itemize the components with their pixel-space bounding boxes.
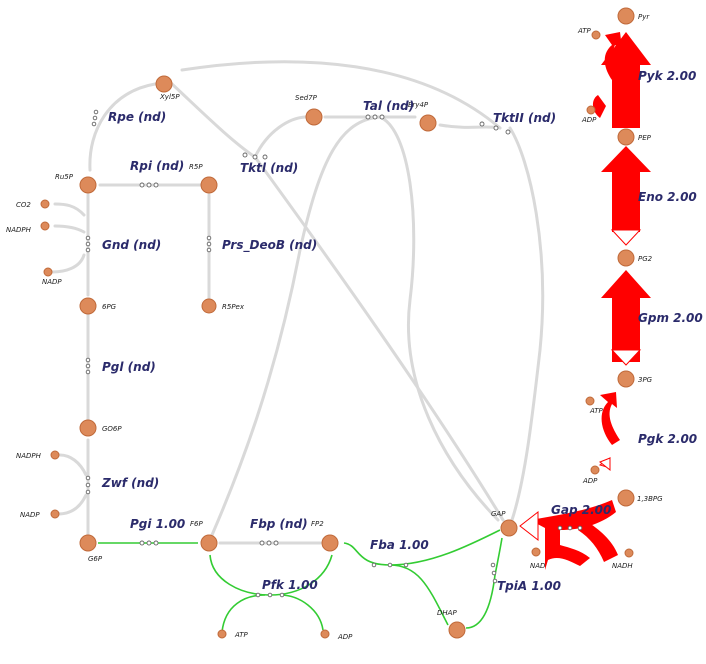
node-atp-pyk[interactable]	[591, 30, 601, 40]
node-xyl5p[interactable]	[155, 75, 173, 93]
node-r5pex[interactable]	[201, 298, 217, 314]
label-nadh: NADH	[612, 562, 633, 570]
pyk-side-arrow	[604, 32, 622, 80]
label-6pg: 6PG	[102, 303, 117, 311]
label-3pg: 3PG	[638, 376, 653, 384]
label-xyl5p: Xyl5P	[159, 93, 180, 101]
label-nadp-gnd: NADP	[42, 278, 62, 286]
gpm-arrow	[601, 270, 651, 362]
label-nad: NAD	[530, 562, 546, 570]
label-pep: PEP	[638, 134, 652, 142]
label-ery4p: Ery4P	[408, 101, 429, 109]
node-adp-pgk[interactable]	[590, 465, 600, 475]
label-nadph-zwf: NADPH	[16, 452, 42, 460]
node-sed7p[interactable]	[305, 108, 323, 126]
label-13bpg: 1,3BPG	[637, 495, 663, 503]
node-pg2[interactable]	[617, 249, 635, 267]
reaction-markers	[85, 109, 583, 598]
node-pyr[interactable]	[617, 7, 635, 25]
rxn-fbp[interactable]: Fbp (nd)	[250, 517, 308, 531]
node-6pg[interactable]	[79, 297, 97, 315]
node-nadph-zwf[interactable]	[50, 450, 60, 460]
node-f6p[interactable]	[200, 534, 218, 552]
metabolite-labels: Xyl5P Sed7P Ery4P Ru5P R5P R5Pex CO2 NAD…	[6, 13, 663, 641]
node-3pg[interactable]	[617, 370, 635, 388]
rxn-pgl[interactable]: Pgl (nd)	[102, 360, 156, 374]
node-atp-pgk[interactable]	[585, 396, 595, 406]
label-r5pex: R5Pex	[222, 303, 245, 311]
rxn-tal[interactable]: Tal (nd)	[363, 99, 414, 113]
node-adp-pfk[interactable]	[320, 629, 330, 639]
node-go6p[interactable]	[79, 419, 97, 437]
rxn-prs[interactable]: Prs_DeoB (nd)	[222, 238, 317, 253]
rxn-pgi[interactable]: Pgi 1.00	[130, 517, 185, 531]
node-nadh[interactable]	[624, 548, 634, 558]
rxn-gpm[interactable]: Gpm 2.00	[638, 311, 703, 325]
label-go6p: GO6P	[102, 425, 122, 433]
label-sed7p: Sed7P	[295, 94, 318, 102]
label-gap: GAP	[491, 510, 506, 518]
rxn-pyk[interactable]: Pyk 2.00	[638, 69, 696, 83]
label-atp-pgk: ATP	[589, 407, 604, 415]
metabolite-nodes	[40, 7, 635, 639]
label-adp-pyk: ADP	[581, 116, 597, 124]
node-atp-pfk[interactable]	[217, 629, 227, 639]
label-nadp-zwf: NADP	[20, 511, 40, 519]
label-dhap: DHAP	[437, 609, 457, 617]
label-co2: CO2	[16, 201, 31, 209]
rxn-gnd[interactable]: Gnd (nd)	[102, 238, 161, 252]
node-g6p[interactable]	[79, 534, 97, 552]
node-ru5p[interactable]	[79, 176, 97, 194]
label-pg2: PG2	[638, 255, 653, 263]
node-nadp-gnd[interactable]	[43, 267, 53, 277]
node-13bpg[interactable]	[617, 489, 635, 507]
pgk-side-arrow	[600, 392, 620, 445]
rxn-tktl[interactable]: Tktl (nd)	[240, 161, 298, 175]
label-ru5p: Ru5P	[55, 173, 74, 181]
label-g6p: G6P	[88, 555, 103, 563]
gap-arrow	[530, 500, 616, 570]
label-adp-pgk: ADP	[582, 477, 598, 485]
label-r5p: R5P	[189, 163, 203, 171]
label-f6p: F6P	[190, 520, 203, 528]
node-ery4p[interactable]	[419, 114, 437, 132]
flux-arrows	[519, 32, 651, 570]
node-pep[interactable]	[617, 128, 635, 146]
node-r5p[interactable]	[200, 176, 218, 194]
label-pyr: Pyr	[638, 13, 650, 21]
eno-arrow	[601, 146, 651, 232]
rxn-zwf[interactable]: Zwf (nd)	[101, 476, 159, 490]
rxn-eno[interactable]: Eno 2.00	[638, 190, 697, 204]
reaction-labels: Rpe (nd) Rpi (nd) Tktl (nd) Tal (nd) Tkt…	[101, 69, 703, 593]
node-dhap[interactable]	[448, 621, 466, 639]
node-nadph-gnd[interactable]	[40, 221, 50, 231]
rxn-pgk[interactable]: Pgk 2.00	[638, 432, 697, 446]
inactive-edges	[50, 60, 545, 545]
node-adp-pyk[interactable]	[586, 105, 596, 115]
node-gap[interactable]	[500, 519, 518, 537]
rxn-rpe[interactable]: Rpe (nd)	[108, 110, 166, 124]
label-atp-pyk: ATP	[577, 27, 592, 35]
rxn-rpi[interactable]: Rpi (nd)	[130, 159, 184, 173]
rxn-gap[interactable]: Gap 2.00	[551, 503, 611, 517]
label-fp2: FP2	[311, 520, 324, 528]
node-co2[interactable]	[40, 199, 50, 209]
rxn-fba[interactable]: Fba 1.00	[370, 538, 429, 552]
node-fp2[interactable]	[321, 534, 339, 552]
node-nad[interactable]	[531, 547, 541, 557]
rxn-tpia[interactable]: TpiA 1.00	[497, 579, 561, 593]
label-nadph-gnd: NADPH	[6, 226, 32, 234]
label-atp-pfk: ATP	[234, 631, 249, 639]
rxn-tktii[interactable]: TktII (nd)	[493, 111, 556, 125]
label-adp-pfk: ADP	[337, 633, 353, 641]
rxn-pfk[interactable]: Pfk 1.00	[262, 578, 318, 592]
node-nadp-zwf[interactable]	[50, 509, 60, 519]
